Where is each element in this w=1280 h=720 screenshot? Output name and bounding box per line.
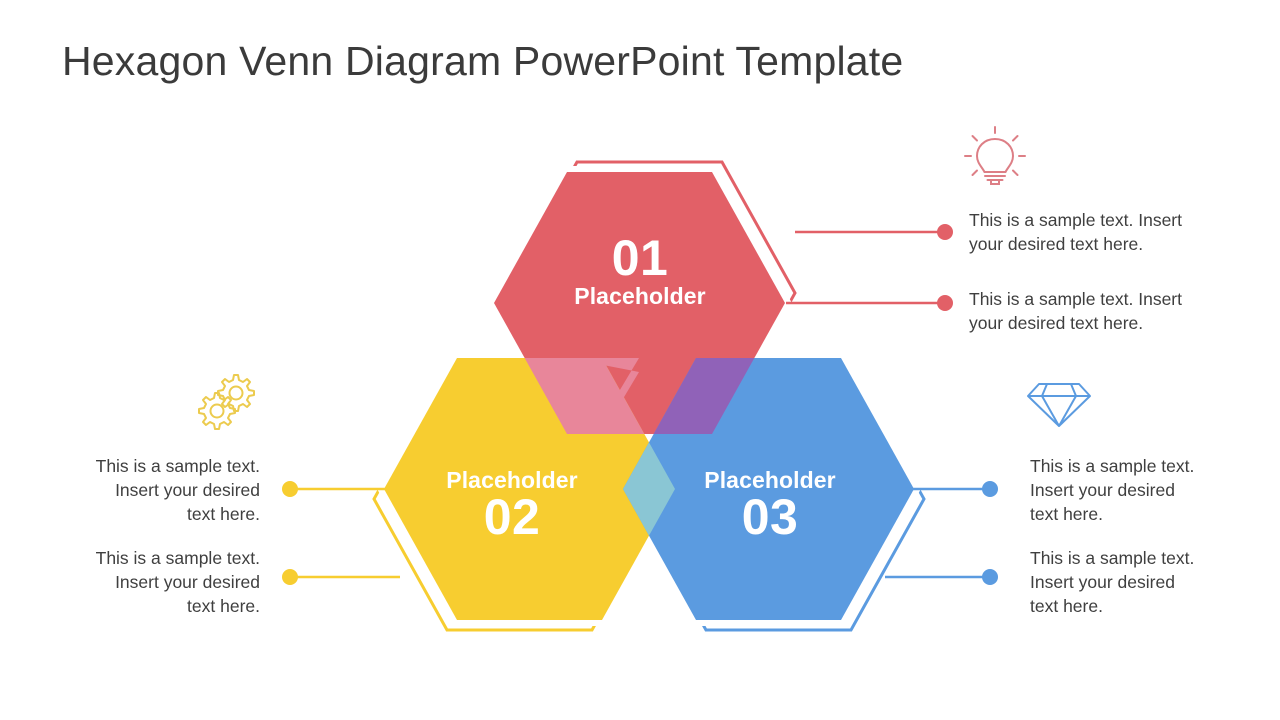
hexagon-outline-01 (502, 160, 797, 426)
page-title: Hexagon Venn Diagram PowerPoint Template (62, 38, 904, 84)
hexagon-number-02: 02 (483, 489, 541, 546)
caption-blue-1: This is a sample text. Insert your desir… (1030, 456, 1195, 525)
overlap-red-yellow (530, 358, 639, 434)
hexagon-fill-01[interactable] (494, 172, 785, 434)
caption-blue-2: This is a sample text. Insert your desir… (1030, 548, 1195, 617)
hexagon-halos (377, 166, 921, 626)
hexagon-name-03: Placeholder (704, 467, 836, 493)
hexagon-number-03: 03 (741, 489, 799, 546)
bullet-dot-red-1 (937, 224, 953, 240)
overlap-yellow-blue-fill (623, 358, 675, 620)
bullet-dot-yellow-1 (282, 481, 298, 497)
hexagon-number-01: 01 (611, 230, 669, 286)
hexagon-fill-02[interactable] (384, 358, 675, 620)
caption-red-2: This is a sample text. Insert your desir… (969, 289, 1182, 334)
caption-red-1: This is a sample text. Insert your desir… (969, 210, 1182, 255)
overlap-group-red (494, 358, 785, 434)
hexagon-label-01: 01 Placeholder (540, 230, 740, 309)
caption-yellow-1: This is a sample text. Insert your desir… (95, 456, 260, 525)
hexagon-outline-03 (631, 366, 926, 632)
caption-yellow-2: This is a sample text. Insert your desir… (95, 548, 260, 617)
bullet-dot-blue-1 (982, 481, 998, 497)
lightbulb-icon (963, 126, 1027, 196)
overlap-red-yellow-fill (494, 358, 675, 434)
overlap-red-blue-fill (623, 358, 785, 434)
connectors-02 (282, 481, 400, 585)
hexagon-fill-03[interactable] (623, 358, 914, 620)
bullet-dot-yellow-2 (282, 569, 298, 585)
hexagon-name-01: Placeholder (574, 283, 706, 309)
hexagon-label-03: Placeholder 03 (670, 468, 870, 543)
bullet-dot-blue-2 (982, 569, 998, 585)
gears-icon (196, 370, 258, 432)
connectors-01 (786, 224, 953, 311)
bullet-dot-red-2 (937, 295, 953, 311)
connectors-03 (885, 481, 998, 585)
hexagon-outline-02 (372, 366, 667, 632)
overlap-group-yellow-blue (623, 358, 675, 620)
hexagon-name-02: Placeholder (446, 467, 578, 493)
hexagon-label-02: Placeholder 02 (412, 468, 612, 543)
diamond-icon (1026, 376, 1092, 428)
